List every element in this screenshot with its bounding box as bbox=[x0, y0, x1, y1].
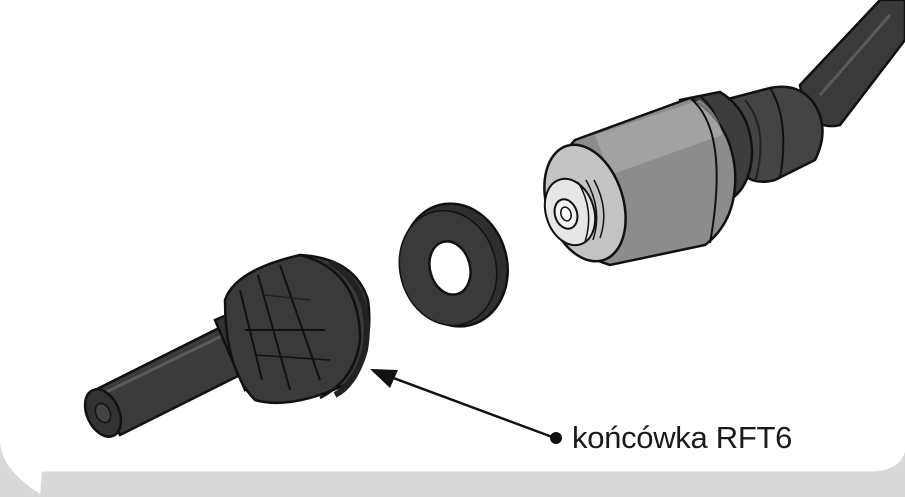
hose-coupling-icon bbox=[543, 0, 905, 267]
thread-stub bbox=[543, 177, 605, 247]
frame-bottom-edge bbox=[40, 440, 905, 497]
callout-dot bbox=[550, 432, 562, 444]
callout-pointer bbox=[370, 369, 562, 444]
nozzle-tip-icon bbox=[83, 253, 371, 438]
callout-line bbox=[387, 374, 556, 440]
frame-edge bbox=[0, 440, 45, 497]
callout-arrowhead bbox=[370, 369, 398, 388]
washer-icon bbox=[398, 202, 509, 328]
washer-hole bbox=[428, 240, 472, 296]
callout-label: końcówka RFT6 bbox=[572, 420, 793, 455]
